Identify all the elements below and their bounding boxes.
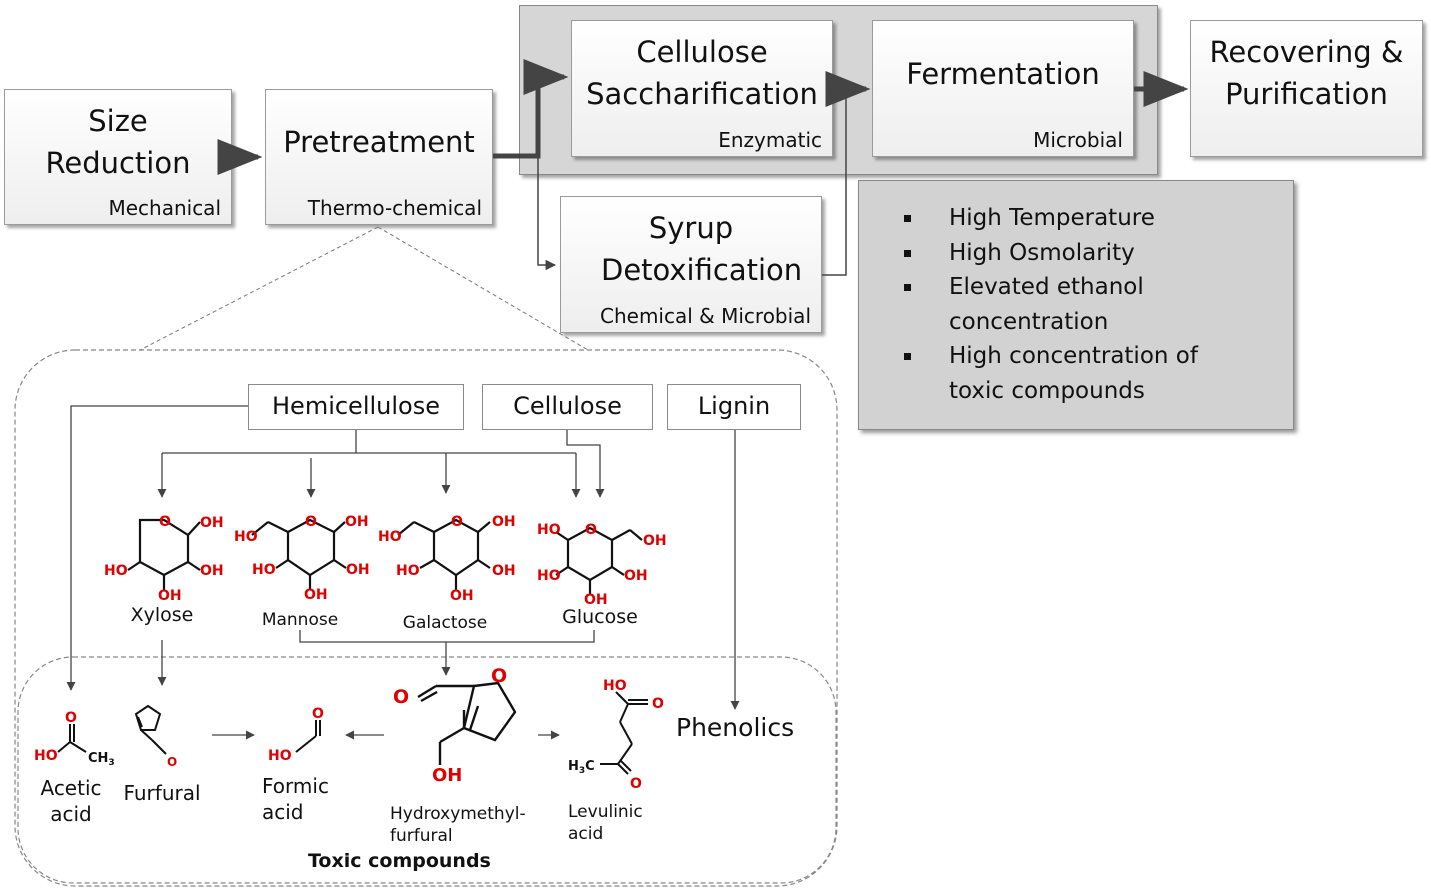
svg-text:CH3: CH3 [88, 751, 115, 768]
ring-o: O [159, 514, 171, 530]
svg-text:OH: OH [492, 563, 516, 579]
fermentation-sub: Microbial [1033, 128, 1123, 152]
svg-text:HO: HO [268, 748, 292, 764]
formic-acid-structure [295, 720, 321, 753]
hmf-structure [417, 681, 517, 765]
svg-text:OH: OH [492, 514, 516, 530]
svg-text:O: O [167, 755, 177, 769]
galactose-label: Galactose [402, 613, 488, 633]
furfural-structure [134, 704, 167, 755]
fermentation-box: Fermentation Microbial [872, 20, 1134, 157]
mannose-structure [251, 518, 347, 590]
svg-text:O: O [312, 706, 324, 722]
svg-text:O: O [451, 514, 463, 530]
acetic-acid-structure [57, 724, 87, 753]
svg-text:O: O [630, 776, 642, 792]
svg-text:HO: HO [378, 529, 402, 545]
size-reduction-sub: Mechanical [108, 196, 221, 220]
levulinic-acid-label: Levulinic acid [568, 802, 643, 844]
condition-item: Elevated ethanol concentration [904, 270, 1249, 339]
svg-text:OH: OH [643, 533, 667, 549]
svg-text:OH: OH [200, 515, 224, 531]
detox-sub: Chemical & Microbial [600, 304, 811, 328]
arrow-pretreatment-to-detox [537, 156, 557, 271]
svg-text:HO: HO [34, 748, 58, 764]
lignin-box: Lignin [667, 384, 801, 430]
svg-text:HO: HO [537, 568, 561, 584]
xylose-structure [127, 518, 201, 590]
fermentation-title: Fermentation [906, 57, 1100, 91]
svg-text:OH: OH [158, 588, 182, 604]
svg-text:OH: OH [450, 588, 474, 604]
svg-text:HO: HO [396, 563, 420, 579]
svg-text:O: O [491, 665, 507, 687]
svg-text:HO: HO [234, 529, 258, 545]
conditions-list: High Temperature High Osmolarity Elevate… [904, 201, 1249, 408]
svg-text:O: O [393, 686, 409, 708]
hydrolysis-arrows [66, 405, 740, 740]
condition-item: High Temperature [904, 201, 1249, 236]
atom-labels: O OH OH HO OH O HO OH OH HO OH O HO OH O… [34, 514, 667, 792]
svg-text:HO: HO [537, 522, 561, 538]
galactose-structure [397, 518, 491, 590]
glucose-label: Glucose [562, 606, 638, 628]
svg-text:HO: HO [104, 563, 128, 579]
toxic-compounds-title: Toxic compounds [308, 850, 491, 872]
detox-box: Syrup Detoxification Chemical & Microbia… [560, 196, 822, 333]
mannose-label: Mannose [261, 610, 339, 630]
glucose-structure [555, 526, 643, 595]
hmf-label: Hydroxymethyl-furfural [390, 804, 526, 846]
detox-arrows [537, 89, 847, 276]
saccharification-sub: Enzymatic [718, 128, 822, 152]
cellulose-box: Cellulose [482, 384, 653, 430]
saccharification-title: Cellulose Saccharification [586, 35, 818, 111]
toxic-compounds-panel [17, 656, 837, 884]
recovering-title: Recovering & Purification [1209, 35, 1404, 111]
svg-text:OH: OH [345, 514, 369, 530]
phenolics-label: Phenolics [676, 713, 795, 742]
svg-text:H3C: H3C [568, 759, 595, 776]
svg-text:O: O [305, 514, 317, 530]
arrow-pretreatment-to-saccharification [493, 59, 569, 159]
condition-item: High Osmolarity [904, 236, 1249, 271]
hemicellulose-box: Hemicellulose [248, 384, 464, 430]
svg-text:OH: OH [432, 765, 462, 786]
svg-text:OH: OH [304, 587, 328, 603]
zoom-line-left [139, 226, 379, 351]
pretreatment-sub: Thermo-chemical [307, 196, 482, 220]
svg-text:HO: HO [603, 678, 627, 694]
svg-text:O: O [652, 696, 664, 712]
saccharification-box: Cellulose Saccharification Enzymatic [571, 20, 833, 157]
acetic-acid-label: Acetic acid [40, 776, 102, 826]
condition-item: High concentration of toxic compounds [904, 339, 1249, 408]
pretreatment-box: Pretreatment Thermo-chemical [265, 89, 493, 225]
process-arrows [217, 59, 1189, 175]
svg-text:O: O [585, 522, 597, 538]
size-reduction-title: Size Reduction [45, 104, 191, 180]
size-reduction-box: Size Reduction Mechanical [4, 89, 232, 225]
levulinic-acid-structure [600, 691, 648, 775]
carbon-labels: CH3 H3C [88, 751, 595, 776]
svg-text:OH: OH [200, 563, 224, 579]
recovering-box: Recovering & Purification [1190, 20, 1423, 157]
svg-text:OH: OH [624, 568, 648, 584]
xylose-label: Xylose [130, 604, 194, 626]
conditions-box: High Temperature High Osmolarity Elevate… [858, 180, 1294, 430]
formic-acid-label: Formic acid [262, 774, 329, 824]
svg-text:O: O [65, 710, 77, 726]
furfural-label: Furfural [123, 781, 201, 805]
svg-text:OH: OH [584, 592, 608, 608]
svg-text:OH: OH [346, 562, 370, 578]
zoom-line-right [377, 226, 589, 351]
detox-title: Syrup Detoxification [601, 211, 803, 287]
pretreatment-title: Pretreatment [283, 125, 475, 159]
svg-text:HO: HO [252, 562, 276, 578]
arrow-detox-to-fermentation [822, 89, 847, 276]
pretreatment-detail-panel [14, 349, 838, 887]
